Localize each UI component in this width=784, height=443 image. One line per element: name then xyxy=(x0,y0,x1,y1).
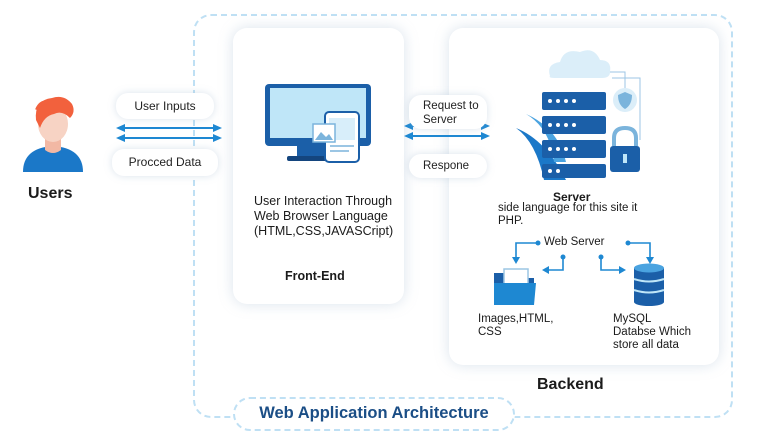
connector-images-to-web xyxy=(548,258,564,271)
front-end-description: User Interaction Through Web Browser Lan… xyxy=(254,194,394,238)
user-icon xyxy=(23,96,83,172)
images-html-css-label: Images,HTML, CSS xyxy=(478,313,554,338)
user-inputs-label: User Inputs xyxy=(116,93,214,119)
shield-icon xyxy=(613,88,637,112)
front-end-panel xyxy=(233,28,404,304)
front-end-title: Front-End xyxy=(285,269,345,283)
phone-icon xyxy=(312,111,360,163)
arrow-head-left xyxy=(116,124,125,132)
backend-title: Backend xyxy=(537,376,604,393)
connector-web-to-images xyxy=(515,242,538,258)
respone-label: Respone xyxy=(409,154,487,178)
connector-web-to-db xyxy=(600,258,620,271)
request-to-server-label: Request to Server xyxy=(409,95,487,129)
arrow-head-right xyxy=(213,124,222,132)
server-stack-icon xyxy=(516,50,640,180)
procced-data-label: Procced Data xyxy=(112,149,218,176)
web-server-label: Web Server xyxy=(544,236,605,248)
lock-icon xyxy=(610,125,640,172)
backend-panel xyxy=(449,28,719,365)
database-icon xyxy=(633,263,665,306)
mysql-database-label: MySQL Databse Which store all data xyxy=(613,313,691,351)
server-description: side language for this site it PHP. xyxy=(498,202,638,227)
users-label: Users xyxy=(28,185,73,202)
monitor-icon xyxy=(265,84,371,163)
cloud-icon xyxy=(549,50,611,78)
server-title: Server xyxy=(553,190,591,204)
folder-icon xyxy=(494,268,536,305)
diagram-title: Web Application Architecture xyxy=(233,397,515,431)
